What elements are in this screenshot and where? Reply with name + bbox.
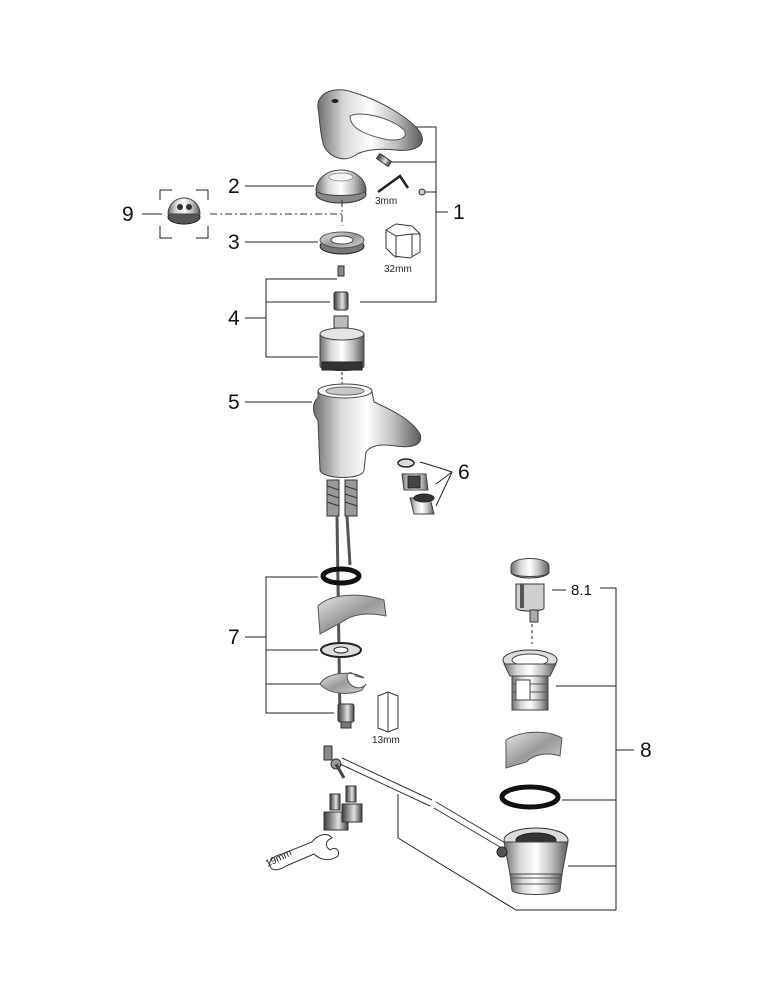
callout-1: 1: [453, 201, 465, 224]
escutcheon-cap: [315, 169, 367, 204]
detail-box-9: [159, 189, 209, 239]
waste-body-upper: [502, 649, 558, 711]
hex-wrench-32-icon: [385, 223, 421, 259]
open-end-wrench-19-icon: [269, 834, 339, 871]
callout-7: 7: [228, 626, 240, 649]
popup-plug-8-1: [510, 558, 550, 623]
callout-2: 2: [228, 175, 240, 198]
leader-lines-1: [360, 126, 448, 303]
faucet-body: [313, 383, 422, 478]
o-ring-7: [320, 566, 362, 586]
counter-section-7: [317, 594, 387, 635]
aerator-insert: [409, 493, 435, 515]
hose-connectors: [323, 785, 363, 831]
fiber-washer-7: [320, 642, 362, 658]
counter-section-8: [505, 731, 563, 769]
horseshoe-bracket-7: [319, 672, 367, 694]
set-screw: [375, 152, 393, 168]
hex-wrench-13-icon: [377, 691, 399, 733]
wrench-32-size-label: 32mm: [384, 264, 412, 275]
o-ring-8: [499, 784, 561, 810]
allen-key-size-label: 3mm: [375, 196, 397, 207]
callout-4: 4: [228, 307, 240, 330]
small-screw: [337, 265, 345, 277]
rod-to-8-leader: [397, 837, 616, 911]
allen-key-icon: [377, 174, 426, 196]
spindle-adapter: [333, 291, 349, 311]
lever-handle: [317, 89, 423, 160]
leader-lines-7: [245, 576, 334, 714]
leader-lines-8: [556, 587, 634, 910]
clamp-nut: [319, 231, 365, 255]
callout-8-1: 8.1: [571, 582, 592, 599]
ceramic-cartridge: [319, 315, 365, 371]
aerator-housing: [401, 473, 429, 491]
waste-flange-lower: [496, 827, 569, 895]
callout-9: 9: [122, 203, 134, 226]
pivot-rod-assembly: [323, 745, 508, 851]
leader-lines-4: [245, 278, 337, 358]
callout-5: 5: [228, 391, 240, 414]
leader-lines-6: [419, 461, 453, 507]
callout-6: 6: [458, 461, 470, 484]
callout-3: 3: [228, 231, 240, 254]
aerator-washer: [397, 458, 415, 468]
wrench-13-size-label: 13mm: [372, 735, 400, 746]
mounting-nut-7: [337, 703, 355, 729]
callout-8: 8: [640, 739, 652, 762]
